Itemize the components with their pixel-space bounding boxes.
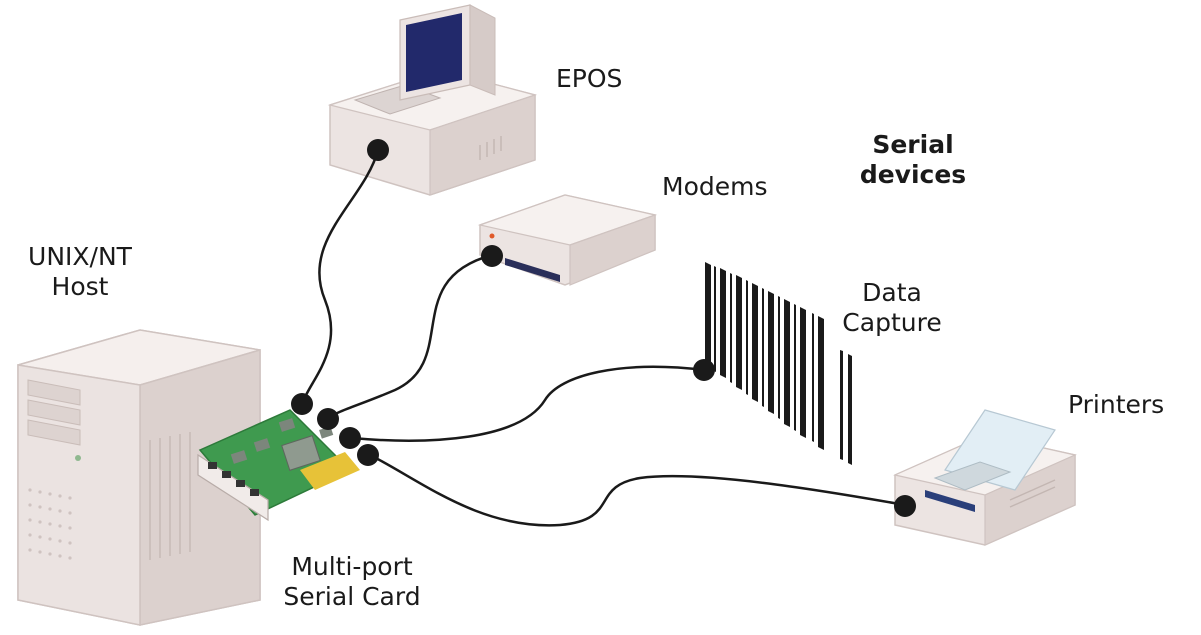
connector-modem bbox=[481, 245, 503, 267]
cables bbox=[300, 149, 906, 527]
label-serial-devices: Serial devices bbox=[848, 130, 978, 190]
label-epos: EPOS bbox=[556, 64, 623, 93]
connector-card-2 bbox=[317, 408, 339, 430]
label-serial-devices-line2: devices bbox=[859, 160, 967, 189]
printer-icon bbox=[893, 409, 1077, 546]
label-serial-card-line1: Multi-port bbox=[291, 552, 413, 581]
label-printers: Printers bbox=[1068, 390, 1165, 419]
label-modems: Modems bbox=[662, 172, 768, 201]
cable-printer bbox=[369, 453, 906, 527]
connector-card-3 bbox=[339, 427, 361, 449]
label-data-capture: Data Capture bbox=[828, 278, 956, 338]
connector-dots bbox=[291, 139, 916, 517]
connector-printer bbox=[894, 495, 916, 517]
label-host-line1: UNIX/NT bbox=[28, 242, 132, 271]
connector-card-4 bbox=[357, 444, 379, 466]
label-data-capture-line2: Capture bbox=[842, 308, 942, 337]
epos-terminal-icon bbox=[327, 4, 538, 196]
label-host: UNIX/NT Host bbox=[10, 242, 150, 302]
cable-modem bbox=[327, 253, 493, 420]
label-serial-devices-line1: Serial bbox=[872, 130, 954, 159]
modem-icon bbox=[477, 194, 658, 286]
cable-data-capture bbox=[351, 365, 705, 442]
barcode-icon bbox=[705, 262, 852, 465]
connector-card-1 bbox=[291, 393, 313, 415]
label-serial-card: Multi-port Serial Card bbox=[268, 552, 436, 612]
label-serial-card-line2: Serial Card bbox=[283, 582, 421, 611]
host-tower-icon bbox=[17, 329, 261, 626]
label-host-line2: Host bbox=[51, 272, 109, 301]
serial-card-icon bbox=[197, 409, 360, 522]
label-data-capture-line1: Data bbox=[862, 278, 922, 307]
cable-epos bbox=[300, 149, 380, 405]
connector-data-capture bbox=[693, 359, 715, 381]
connector-epos bbox=[367, 139, 389, 161]
